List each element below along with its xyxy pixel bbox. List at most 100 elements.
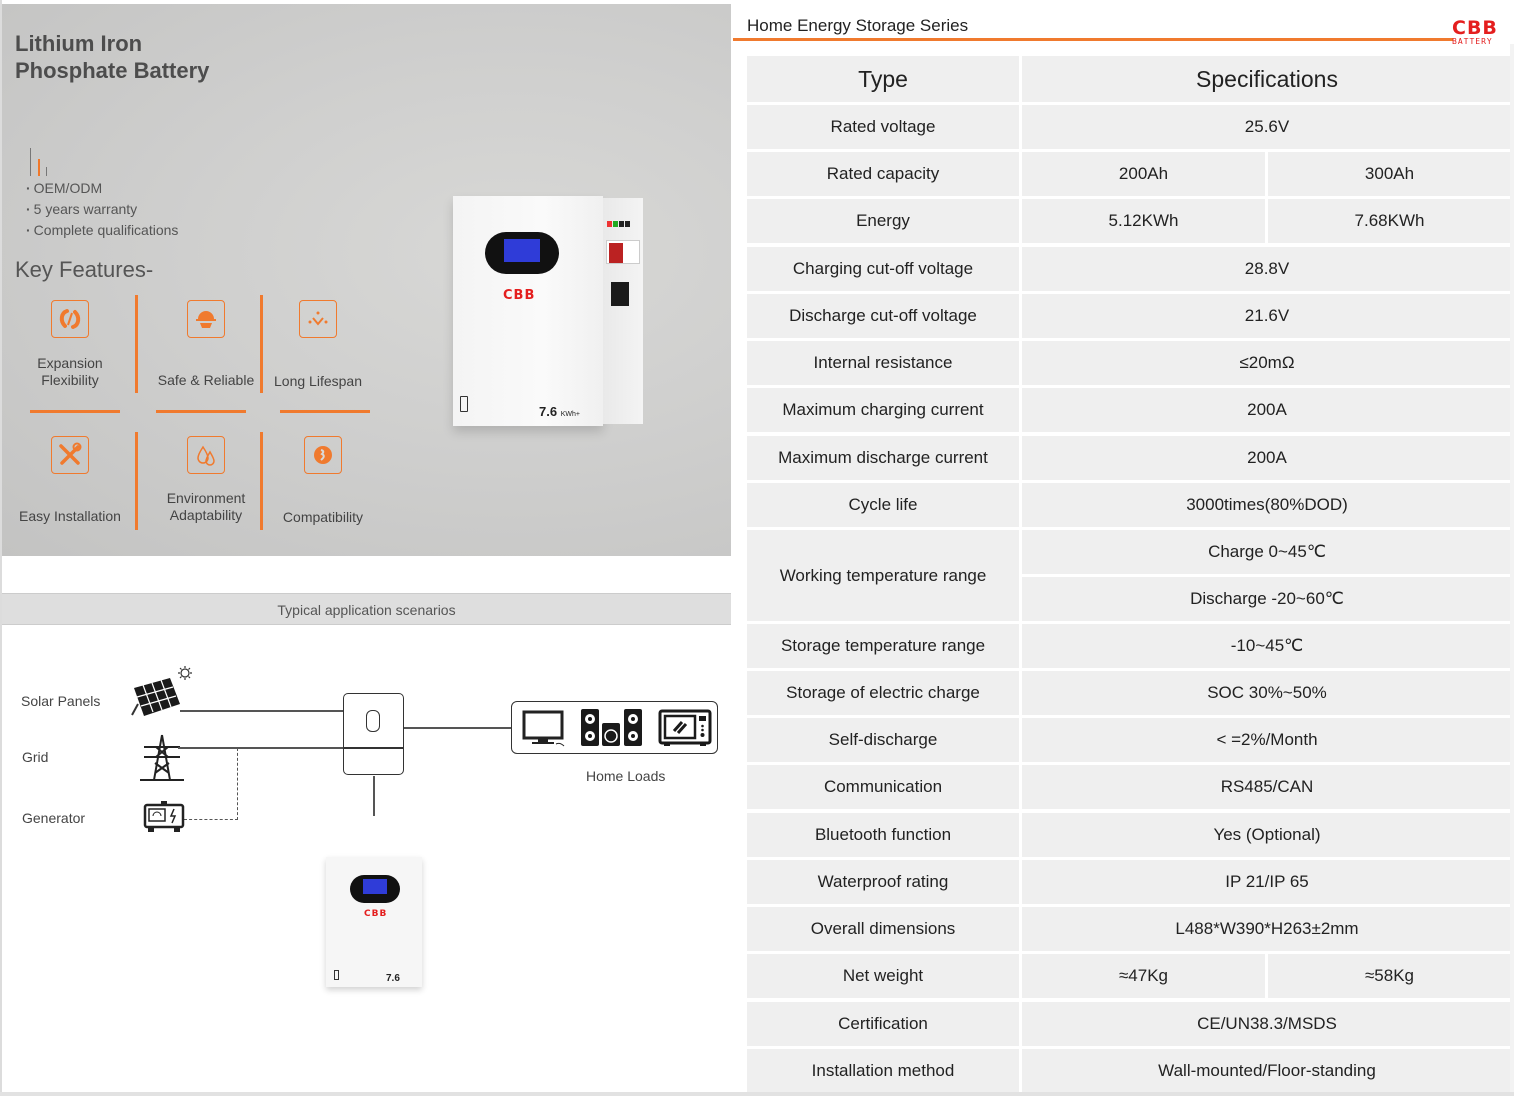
hero-title-line1: Lithium Iron bbox=[15, 31, 143, 56]
feature-label: Compatibility bbox=[282, 509, 364, 525]
spec-value: < =2%/Month bbox=[1022, 718, 1512, 762]
highlight-item: OEM/ODM bbox=[26, 178, 178, 199]
spec-value: SOC 30%~50% bbox=[1022, 671, 1512, 715]
generator-dashed-line bbox=[184, 819, 238, 820]
spec-label: Working temperature range bbox=[747, 530, 1019, 621]
spec-value: ≈58Kg bbox=[1268, 954, 1511, 998]
spec-value: Discharge -20~60℃ bbox=[1022, 577, 1512, 621]
spec-label: Maximum discharge current bbox=[747, 436, 1019, 480]
table-row: Net weight≈47Kg≈58Kg bbox=[747, 954, 1511, 998]
spec-value: 5.12KWh bbox=[1022, 199, 1265, 243]
spec-label: Overall dimensions bbox=[747, 907, 1019, 951]
helmet-gear-icon bbox=[187, 300, 225, 338]
spec-value: 200A bbox=[1022, 436, 1512, 480]
spec-label: Energy bbox=[747, 199, 1019, 243]
spec-value: 200A bbox=[1022, 388, 1512, 432]
table-row: Internal resistance≤20mΩ bbox=[747, 341, 1512, 385]
spec-value: Wall-mounted/Floor-standing bbox=[1022, 1049, 1512, 1093]
feature-compatibility: Compatibility bbox=[263, 436, 383, 526]
battery-label-icon bbox=[334, 970, 339, 980]
tools-icon bbox=[51, 436, 89, 474]
spec-label: Cycle life bbox=[747, 483, 1019, 527]
feature-label: Safe & Reliable bbox=[157, 372, 255, 388]
spec-label: Self-discharge bbox=[747, 718, 1019, 762]
tv-icon bbox=[522, 710, 565, 747]
header-specifications: Specifications bbox=[1022, 56, 1512, 102]
solar-connection-line bbox=[180, 710, 343, 712]
hero-panel: Lithium Iron Phosphate Battery OEM/ODM 5… bbox=[2, 4, 731, 556]
divider bbox=[135, 432, 138, 530]
spec-value: RS485/CAN bbox=[1022, 765, 1512, 809]
highlights-list: OEM/ODM 5 years warranty Complete qualif… bbox=[26, 178, 179, 241]
bars-icon bbox=[30, 146, 50, 176]
battery-label-icon bbox=[460, 396, 468, 412]
spec-value: 25.6V bbox=[1022, 105, 1512, 149]
divider bbox=[260, 432, 263, 530]
feature-label: Environment bbox=[166, 490, 246, 506]
divider bbox=[156, 410, 246, 413]
long-lifespan-icon bbox=[299, 300, 337, 338]
spec-label: Net weight bbox=[747, 954, 1019, 998]
spec-label: Bluetooth function bbox=[747, 813, 1019, 857]
page-left-border bbox=[0, 0, 2, 1096]
key-features-title: Key Features- bbox=[15, 257, 154, 282]
feature-label: Easy Installation bbox=[19, 508, 121, 524]
table-row: Storage temperature range-10~45℃ bbox=[747, 624, 1512, 668]
loads-connection-line bbox=[404, 727, 511, 729]
spec-label: Maximum charging current bbox=[747, 388, 1019, 432]
speakers-icon bbox=[581, 709, 642, 746]
brand-logo: CBB bbox=[503, 288, 536, 303]
capacity-value: 7.6 bbox=[386, 973, 400, 984]
spec-label: Communication bbox=[747, 765, 1019, 809]
cbb-battery-logo: CBB BATTERY bbox=[1452, 19, 1512, 47]
battery-product-image-small: CBB 7.6 bbox=[326, 857, 422, 987]
divider bbox=[280, 410, 370, 413]
hero-title-line2: Phosphate Battery bbox=[15, 58, 210, 83]
header-type: Type bbox=[747, 56, 1019, 102]
inverter-icon bbox=[343, 693, 404, 775]
feature-easy-installation: Easy Installation bbox=[10, 436, 130, 525]
spec-value: Yes (Optional) bbox=[1022, 813, 1512, 857]
page-bottom-edge bbox=[0, 1092, 1514, 1096]
divider bbox=[30, 410, 120, 413]
table-row: Self-discharge< =2%/Month bbox=[747, 718, 1512, 762]
spec-value: 300Ah bbox=[1268, 152, 1511, 196]
generator-dashed-line bbox=[237, 748, 238, 820]
divider bbox=[260, 295, 263, 393]
spec-value: IP 21/IP 65 bbox=[1022, 860, 1512, 904]
spec-value: 21.6V bbox=[1022, 294, 1512, 338]
spec-value: 3000times(80%DOD) bbox=[1022, 483, 1512, 527]
spec-value: CE/UN38.3/MSDS bbox=[1022, 1002, 1512, 1046]
spec-label: Rated voltage bbox=[747, 105, 1019, 149]
microwave-icon bbox=[658, 709, 712, 746]
battery-display bbox=[485, 232, 559, 274]
grid-tower-icon bbox=[140, 734, 184, 781]
spec-value: ≤20mΩ bbox=[1022, 341, 1512, 385]
spec-value: 7.68KWh bbox=[1268, 199, 1511, 243]
source-label-grid: Grid bbox=[22, 749, 49, 765]
spec-value: ≈47Kg bbox=[1022, 954, 1265, 998]
capacity-unit: KWh+ bbox=[560, 411, 580, 418]
logo-sub: BATTERY bbox=[1452, 37, 1493, 46]
brand-logo: CBB bbox=[364, 909, 388, 919]
feature-long-lifespan: Long Lifespan bbox=[258, 300, 378, 390]
spec-label: Waterproof rating bbox=[747, 860, 1019, 904]
spec-label: Storage of electric charge bbox=[747, 671, 1019, 715]
spec-value: 28.8V bbox=[1022, 247, 1512, 291]
hero-title: Lithium Iron Phosphate Battery bbox=[15, 30, 209, 84]
spec-value: Charge 0~45℃ bbox=[1022, 530, 1512, 574]
spec-label: Certification bbox=[747, 1002, 1019, 1046]
page-right-edge bbox=[1510, 44, 1514, 1096]
capacity-value: 7.6 bbox=[539, 404, 558, 419]
